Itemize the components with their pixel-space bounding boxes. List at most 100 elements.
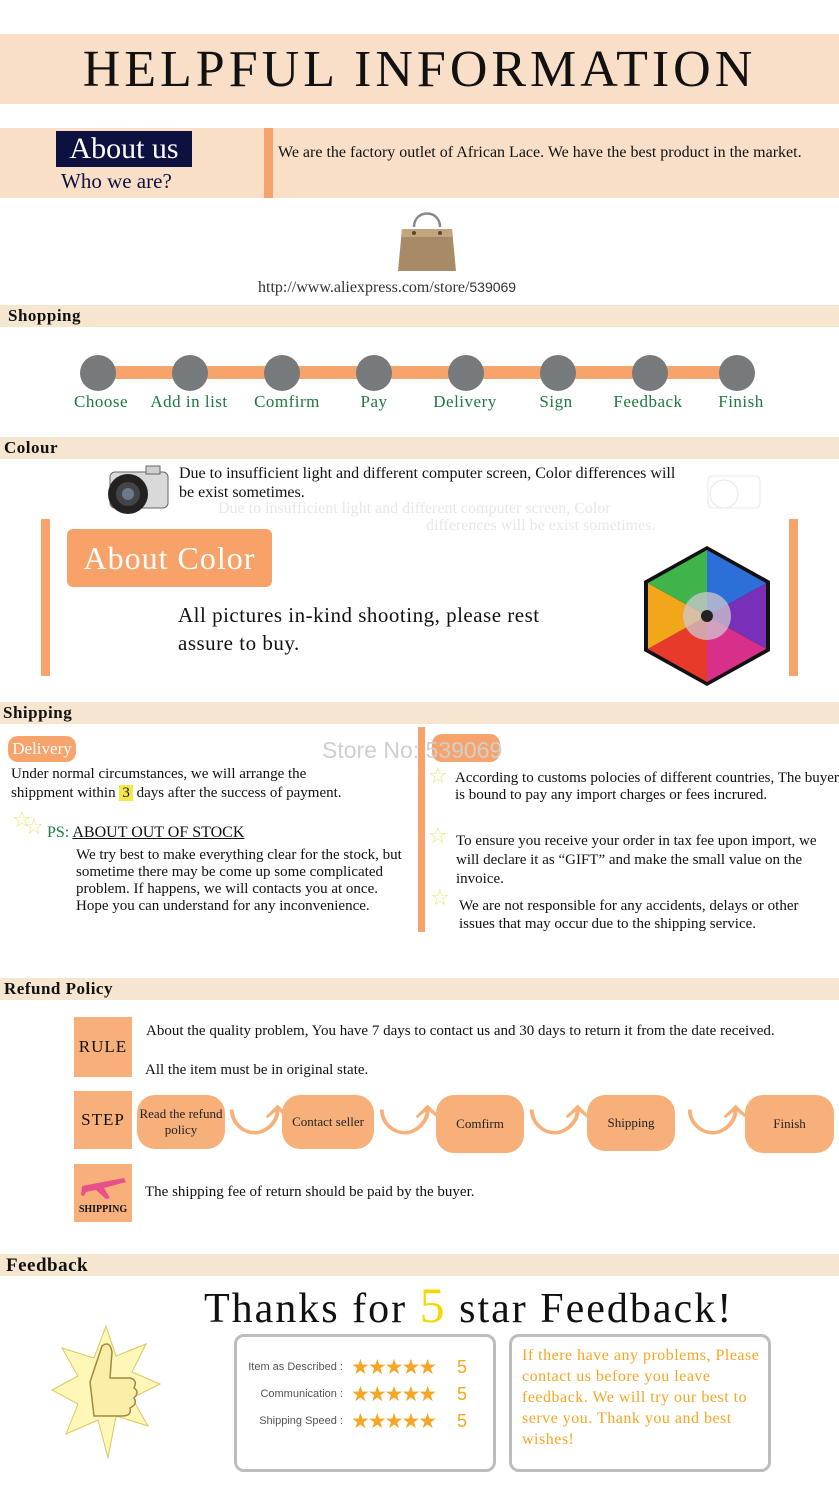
ps-text: We try best to make everything clear for…: [76, 847, 402, 914]
star-rating-icon: ★★★★★: [351, 1382, 437, 1406]
thanks-prefix: Thanks for: [204, 1286, 408, 1332]
step-label-delivery: Delivery: [433, 392, 497, 411]
thanks-headline: Thanks for 5 star Feedback!: [204, 1276, 733, 1334]
section-feedback: Feedback: [0, 1254, 839, 1276]
rating-score: 5: [457, 1384, 468, 1404]
thanks-suffix: star Feedback!: [459, 1286, 734, 1332]
camera-ghost-icon: [707, 475, 761, 509]
step-label-choose: Choose: [74, 392, 128, 411]
step-dot: [264, 355, 300, 391]
section-title: Shipping: [3, 703, 73, 722]
shipping-label-box: SHIPPING: [74, 1164, 132, 1222]
step-dot: [540, 355, 576, 391]
delivery-badge: Delivery: [8, 736, 76, 762]
refund-step-shipping: Shipping: [587, 1095, 675, 1151]
section-title: Feedback: [6, 1255, 89, 1276]
rating-row: Shipping Speed : ★★★★★ 5: [247, 1409, 483, 1433]
rating-label: Communication :: [260, 1388, 343, 1400]
section-title: Colour: [4, 438, 58, 457]
star-outline-icon: ☆: [24, 815, 44, 840]
delivery-line: Under normal circumstances, we will arra…: [11, 766, 307, 782]
step-label-comfirm: Comfirm: [254, 392, 320, 411]
page-title: HELPFUL INFORMATION: [82, 41, 757, 98]
star-outline-icon: ☆: [430, 886, 450, 911]
ghost-line: differences will be exist sometimes.: [426, 517, 656, 534]
step-dot: [172, 355, 208, 391]
step-label-pay: Pay: [360, 392, 388, 411]
rating-score: 5: [457, 1357, 468, 1377]
airplane-icon: [81, 1178, 126, 1199]
refund-step-read-policy: Read the refund policy: [137, 1095, 225, 1149]
delivery-days: 3: [119, 785, 133, 801]
refund-step-contact-seller: Contact seller: [282, 1095, 374, 1149]
rating-score: 5: [457, 1411, 468, 1431]
step-label-add-in-list: Add in list: [150, 392, 228, 411]
rule-text-2: All the item must be in original state.: [145, 1062, 369, 1078]
curved-arrow-icon: ⤻: [686, 1081, 749, 1149]
step-dot: [356, 355, 392, 391]
star-outline-icon: ☆: [12, 808, 32, 833]
about-us-badge: About us: [56, 131, 192, 167]
rating-label: Item as Described :: [248, 1361, 343, 1373]
section-title: Shopping: [8, 306, 81, 325]
thumbs-up-icon: [50, 1324, 162, 1459]
step-label: STEP: [74, 1091, 132, 1149]
section-refund: Refund Policy: [0, 978, 839, 1000]
shipping-label: SHIPPING: [78, 1204, 128, 1215]
right-badge: [432, 734, 500, 762]
ps-heading: PS: ABOUT OUT OF STOCK: [47, 824, 244, 842]
feedback-message: If there have any problems, Please conta…: [522, 1347, 760, 1448]
step-dot: [448, 355, 484, 391]
delivery-line-part: days after the success of payment.: [136, 785, 342, 801]
about-text: We are the factory outlet of African Lac…: [278, 144, 802, 161]
step-label-feedback: Feedback: [613, 392, 683, 411]
store-url-text: http://www.aliexpress.com/store/: [258, 279, 470, 296]
rating-row: Item as Described : ★★★★★ 5: [247, 1355, 483, 1379]
colour-notice-ghost: Due to insufficient light and different …: [218, 500, 718, 534]
ghost-line: Due to insufficient light and different …: [218, 500, 611, 517]
star-rating-icon: ★★★★★: [351, 1409, 437, 1433]
shopping-bag-icon: [398, 212, 456, 271]
progress-line: [96, 366, 738, 379]
header-band: [0, 34, 839, 104]
ps-title: ABOUT OUT OF STOCK: [72, 824, 245, 841]
star-outline-icon: ☆: [428, 824, 448, 849]
star-outline-icon: ☆: [428, 764, 448, 789]
rule-label: RULE: [74, 1017, 132, 1077]
color-wheel-icon: [644, 546, 770, 686]
delivery-line-part: shippment within: [11, 785, 116, 801]
star-rating-icon: ★★★★★: [351, 1355, 437, 1379]
colour-notice: Due to insufficient light and different …: [179, 465, 676, 501]
about-subtitle: Who we are?: [61, 169, 172, 193]
section-shopping: Shopping: [0, 305, 839, 327]
step-label-sign: Sign: [539, 392, 573, 411]
about-color-badge: About Color: [67, 529, 272, 587]
refund-step-finish: Finish: [745, 1095, 834, 1153]
colour-body: All pictures in-kind shooting, please re…: [178, 603, 540, 655]
delivery-line: shippment within 3 days after the succes…: [11, 784, 411, 803]
colour-left-bar: [41, 519, 50, 676]
curved-arrow-icon: ⤻: [378, 1081, 441, 1149]
store-id: 539069: [469, 279, 517, 295]
message-box: If there have any problems, Please conta…: [509, 1334, 771, 1472]
step-label-finish: Finish: [718, 392, 764, 411]
camera-icon: [108, 465, 169, 514]
refund-step-comfirm: Comfirm: [436, 1095, 524, 1153]
step-dot: [632, 355, 668, 391]
thanks-number: 5: [419, 1277, 447, 1333]
store-watermark: Store No: 539069: [322, 737, 503, 763]
step-dot: [719, 355, 755, 391]
delivery-text: Under normal circumstances, we will arra…: [11, 765, 411, 803]
colour-right-bar: [789, 519, 798, 676]
shipping-note-1: According to customs polocies of differe…: [455, 770, 839, 803]
curved-arrow-icon: ⤻: [528, 1081, 591, 1149]
section-colour: Colour: [0, 437, 839, 459]
shipping-divider: [418, 727, 425, 932]
about-divider: [264, 128, 273, 198]
ps-prefix: PS:: [47, 824, 70, 841]
store-url[interactable]: http://www.aliexpress.com/store/539069: [258, 279, 516, 297]
curved-arrow-icon: ⤻: [228, 1081, 291, 1149]
shipping-note-3: We are not responsible for any accidents…: [459, 898, 799, 932]
ratings-box: Item as Described : ★★★★★ 5 Communicatio…: [234, 1334, 496, 1472]
shipping-fee-text: The shipping fee of return should be pai…: [145, 1184, 475, 1200]
